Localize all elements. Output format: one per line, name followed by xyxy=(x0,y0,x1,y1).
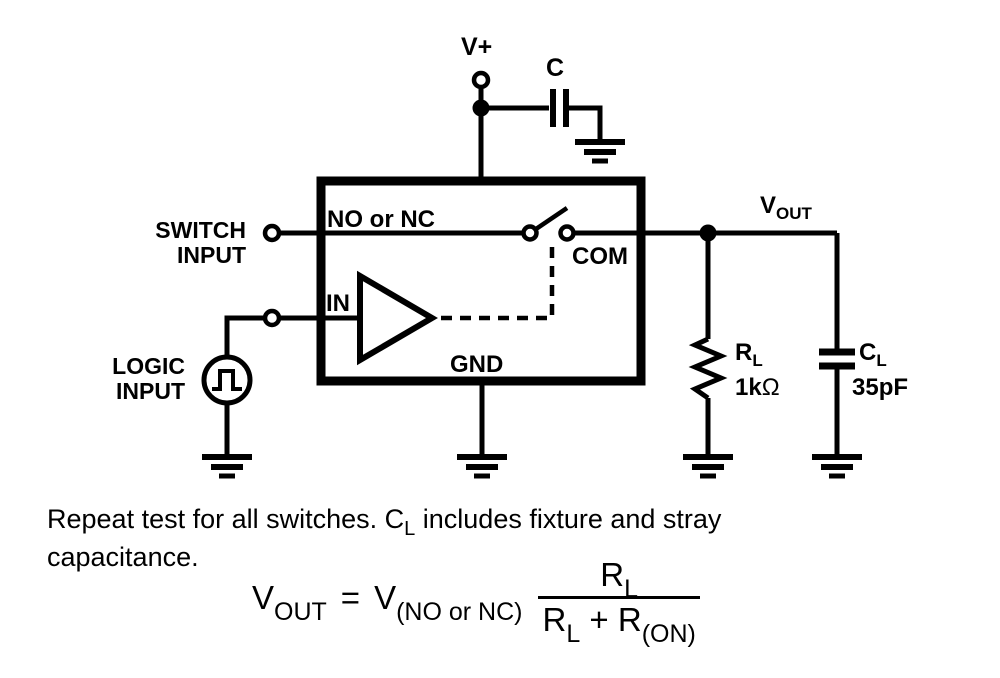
formula-den-plus: + xyxy=(589,601,609,638)
vout-formula: VOUT = V(NO or NC) RL RL + R(ON) xyxy=(252,556,700,648)
logic-input-label-line2: INPUT xyxy=(116,378,185,404)
pulse-waveform-icon xyxy=(212,369,242,391)
vplus-junction-dot xyxy=(472,99,490,117)
ground-symbol-bypass xyxy=(575,142,625,161)
formula-rhs-main: V xyxy=(374,578,397,616)
rl-label-main: R xyxy=(735,339,753,366)
gnd-pin-label: GND xyxy=(450,351,504,378)
vplus-label: V+ xyxy=(461,33,493,61)
rl-value-label: 1kΩ xyxy=(735,374,780,402)
formula-lhs: VOUT xyxy=(252,578,327,626)
note-line1-pre: Repeat test for all switches. C xyxy=(47,504,405,534)
formula-den-r2-sub: (ON) xyxy=(641,620,696,648)
switch-input-label: SWITCH INPUT xyxy=(118,218,246,268)
bypass-capacitor-icon xyxy=(550,89,569,127)
note-text: Repeat test for all switches. CL include… xyxy=(47,502,721,575)
ground-symbol-cl xyxy=(812,457,862,476)
switch-symbol-icon xyxy=(521,206,576,242)
formula-num-sub: L xyxy=(624,575,639,603)
ohm-symbol: Ω xyxy=(761,374,780,401)
formula-den-r2: R xyxy=(617,601,642,638)
in-pin-label: IN xyxy=(326,290,350,317)
buffer-triangle-icon xyxy=(357,270,438,366)
formula-den-r1-sub: L xyxy=(566,620,581,648)
cl-label-sub: L xyxy=(876,351,887,370)
formula-num-main: R xyxy=(600,556,625,593)
switch-input-terminal-icon xyxy=(262,223,282,243)
ground-symbol-box xyxy=(457,457,507,476)
cl-value-label: 35pF xyxy=(852,374,909,401)
output-junction-dot xyxy=(699,224,717,242)
ground-symbol-pulse xyxy=(202,457,252,476)
rl-label-sub: L xyxy=(752,351,763,370)
bypass-cap-label: C xyxy=(546,54,565,82)
note-line1: Repeat test for all switches. CL include… xyxy=(47,502,721,540)
formula-lhs-main: V xyxy=(252,578,275,616)
pulse-source-icon xyxy=(201,354,253,406)
formula-fraction: RL RL + R(ON) xyxy=(538,556,700,648)
cl-label-main: C xyxy=(859,339,877,366)
note-line1-sub: L xyxy=(404,518,416,540)
vplus-terminal-icon xyxy=(471,70,491,90)
vout-label: VOUT xyxy=(760,192,812,223)
logic-input-terminal-icon xyxy=(262,308,282,328)
no-or-nc-pin-label: NO or NC xyxy=(327,206,435,233)
formula-den-r1: R xyxy=(542,601,567,638)
vout-label-main: V xyxy=(760,192,777,219)
formula-rhs-sub: (NO or NC) xyxy=(396,597,523,626)
note-line1-post: includes fixture and stray xyxy=(415,504,722,534)
formula-rhs: V(NO or NC) xyxy=(374,578,522,626)
com-pin-label: COM xyxy=(572,243,628,270)
vout-label-sub: OUT xyxy=(776,204,812,223)
formula-numerator: RL xyxy=(596,556,642,603)
formula-equals: = xyxy=(340,578,361,616)
logic-input-label-line1: LOGIC xyxy=(112,353,185,379)
logic-input-label: LOGIC INPUT xyxy=(78,354,185,404)
cl-label: CL xyxy=(859,339,887,370)
load-resistor-icon xyxy=(688,336,728,401)
switch-input-label-line1: SWITCH xyxy=(155,217,246,243)
dashed-control-line xyxy=(437,247,555,321)
note-line2: capacitance. xyxy=(47,542,199,572)
formula-lhs-sub: OUT xyxy=(274,597,327,626)
rl-value-number: 1k xyxy=(735,374,762,401)
switch-input-label-line2: INPUT xyxy=(177,242,246,268)
ground-symbol-rl xyxy=(683,457,733,476)
formula-denominator: RL + R(ON) xyxy=(538,596,700,648)
rl-label: RL xyxy=(735,339,763,370)
bypass-wire-right xyxy=(568,105,603,140)
logic-input-wire xyxy=(224,315,360,359)
load-capacitor-icon xyxy=(819,348,855,370)
